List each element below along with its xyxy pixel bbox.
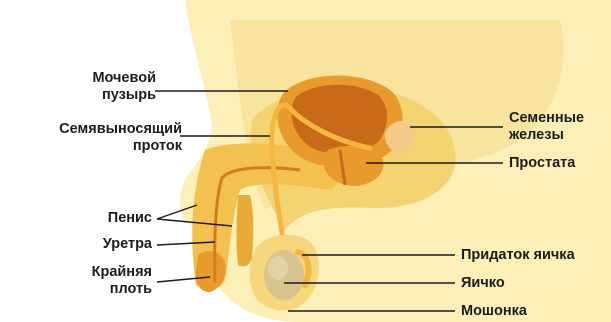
label-bladder-line2: пузырь <box>92 87 156 104</box>
corpus-cavernosum <box>237 195 254 266</box>
label-scrotum: Мошонка <box>461 303 527 320</box>
label-bladder: Мочевой пузырь <box>92 70 156 104</box>
label-seminal-vesicles-line2: железы <box>509 127 584 144</box>
label-scrotum-text: Мошонка <box>461 303 527 320</box>
label-epididymis: Придаток яичка <box>461 247 575 264</box>
label-penis-text: Пенис <box>108 210 152 227</box>
label-prostate-text: Простата <box>509 155 575 172</box>
label-urethra-text: Уретра <box>103 236 152 253</box>
label-penis: Пенис <box>108 210 152 227</box>
label-urethra: Уретра <box>103 236 152 253</box>
testicle-highlight <box>268 256 288 280</box>
label-seminal-vesicles: Семенные железы <box>509 110 584 144</box>
label-bladder-line1: Мочевой <box>92 70 156 87</box>
label-epididymis-text: Придаток яичка <box>461 247 575 264</box>
label-prostate: Простата <box>509 155 575 172</box>
label-foreskin: Крайняя плоть <box>92 264 152 298</box>
label-seminal-vesicles-line1: Семенные <box>509 110 584 127</box>
label-foreskin-line2: плоть <box>92 281 152 298</box>
label-testicle-text: Яичко <box>461 275 505 292</box>
label-vas-deferens-line2: проток <box>59 138 182 155</box>
label-testicle: Яичко <box>461 275 505 292</box>
label-foreskin-line1: Крайняя <box>92 264 152 281</box>
label-vas-deferens: Семявыносящий проток <box>59 121 182 155</box>
label-vas-deferens-line1: Семявыносящий <box>59 121 182 138</box>
